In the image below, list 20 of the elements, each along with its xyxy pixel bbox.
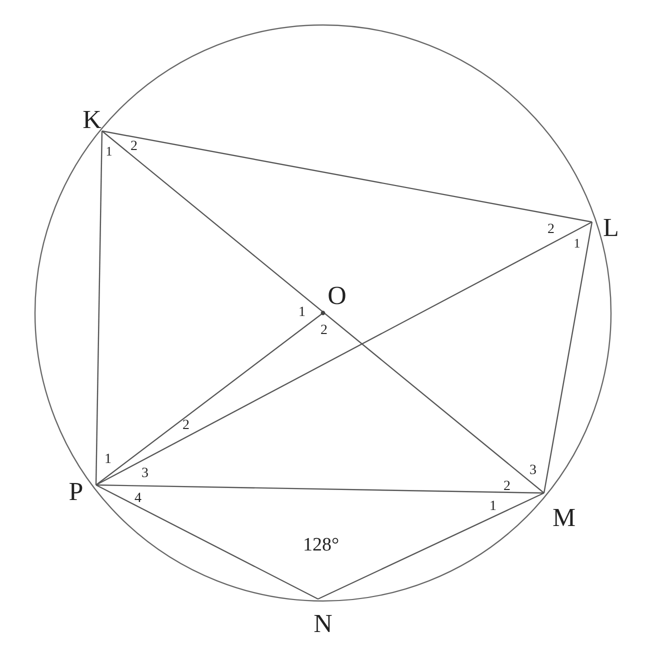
angle-number: 1 <box>574 236 580 250</box>
point-label: N <box>314 611 332 637</box>
angle-number: 2 <box>504 480 510 494</box>
angle-number: 2 <box>182 419 190 433</box>
point-label: K <box>82 107 102 133</box>
angle-number: 1 <box>106 144 112 158</box>
angle-number: 2 <box>130 140 138 154</box>
angle-number: 1 <box>490 500 496 514</box>
angle-number: 2 <box>548 223 554 237</box>
angle-number: 4 <box>134 492 142 506</box>
angle-number: 1 <box>298 306 306 320</box>
angle-number: 2 <box>320 324 328 338</box>
angle-number: 3 <box>142 467 148 481</box>
angle-measure: 128° <box>302 536 340 554</box>
angle-number: 1 <box>104 453 112 467</box>
point-label: L <box>603 215 619 241</box>
angle-number: 3 <box>530 464 536 478</box>
point-label: M <box>552 505 576 531</box>
point-label: P <box>68 479 84 505</box>
point-label: O <box>328 283 346 309</box>
